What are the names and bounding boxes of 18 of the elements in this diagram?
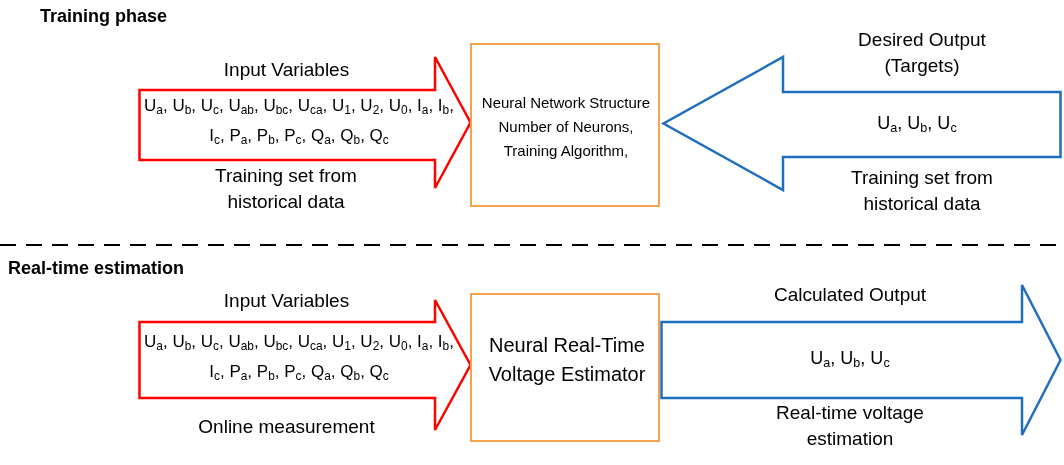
- arrow-caption: Training set from historical data: [850, 166, 994, 216]
- arrow-heading: Input Variables: [222, 289, 351, 313]
- box-text: Neural Real-Time Voltage Estimator: [487, 333, 647, 387]
- variable-list: U$_{a}$, U$_{b}$, U$_{c}$: [690, 346, 1010, 371]
- variable-list: U$_{a}$, U$_{b}$, U$_{c}$, U$_{ab}$, U$_{bc}$, U$_{ca}$, U$_{1}$, U$_{2}$, U$_{0}$, I$_{a}$, I$_{b}$, I$_{c}$, P$_{a}$, P$_{b}$, P$_{c}$, Q$_{a}$, Q$_{b}$, Q$_{c}$: [138, 327, 460, 387]
- arrow-caption: Real-time voltage estimation: [775, 401, 925, 451]
- variable-list: U$_{a}$, U$_{b}$, U$_{c}$: [772, 111, 1062, 136]
- arrow-heading: Input Variables: [222, 58, 351, 82]
- arrow-caption: Training set from historical data: [214, 164, 358, 214]
- process-box: [470, 293, 660, 442]
- section-heading: Training phase: [40, 6, 168, 27]
- process-box: [470, 43, 660, 207]
- box-text: Neural Network Structure Number of Neurons, Training Algorithm,: [480, 93, 652, 161]
- arrow-heading: Desired Output (Targets): [857, 28, 987, 78]
- arrow-heading: Calculated Output: [772, 283, 928, 307]
- variable-list: U$_{a}$, U$_{b}$, U$_{c}$, U$_{ab}$, U$_{bc}$, U$_{ca}$, U$_{1}$, U$_{2}$, U$_{0}$, I$_{a}$, I$_{b}$, I$_{c}$, P$_{a}$, P$_{b}$, P$_{c}$, Q$_{a}$, Q$_{b}$, Q$_{c}$: [138, 91, 460, 151]
- section-heading: Real-time estimation: [8, 258, 185, 279]
- arrow-caption: Online measurement: [197, 415, 376, 439]
